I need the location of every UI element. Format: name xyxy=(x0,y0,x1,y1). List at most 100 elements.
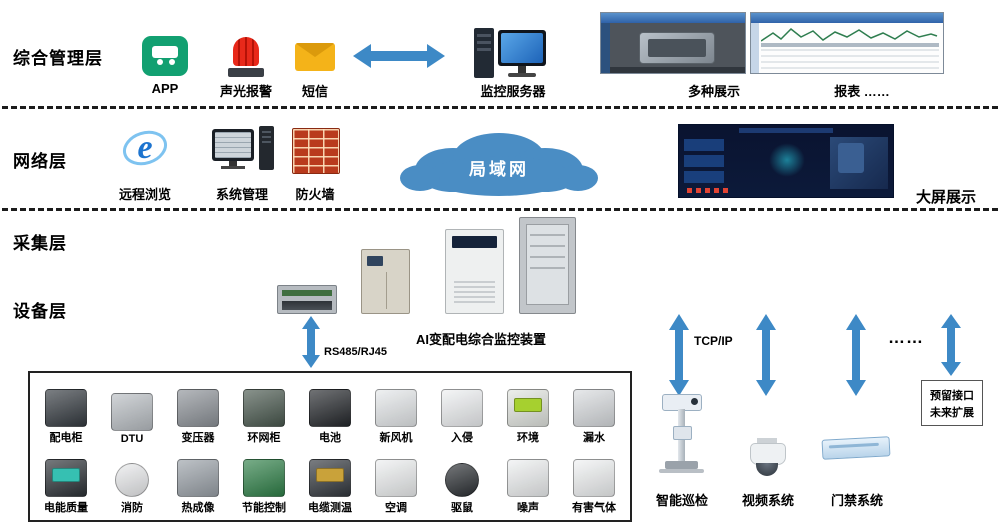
access-control-panel-icon xyxy=(821,436,891,460)
noise-sensor-icon xyxy=(507,459,549,497)
firewall-icon xyxy=(292,128,340,174)
device-item: 热成像 xyxy=(165,447,231,518)
camera-junction-box xyxy=(673,426,692,440)
server-screen xyxy=(501,33,543,63)
remote-browse-label: 远程浏览 xyxy=(118,187,171,202)
power-distribution-cabinet-icon xyxy=(45,388,87,427)
device-item: 驱鼠 xyxy=(429,447,495,518)
device-item: 噪声 xyxy=(495,447,561,518)
water-leak-sensor-icon xyxy=(573,388,615,427)
cloud-icon xyxy=(400,133,598,196)
tall-cabinet-icon xyxy=(519,217,576,314)
server-stand xyxy=(518,66,526,73)
device-photo xyxy=(639,32,715,64)
siren-dome xyxy=(233,37,259,66)
monitor-base xyxy=(221,166,245,169)
camera-base-plate xyxy=(659,469,704,473)
harmful-gas-sensor-icon xyxy=(573,459,615,497)
device-item-label: 环网柜 xyxy=(247,431,281,444)
device-item: 环境 xyxy=(495,376,561,447)
separator-line xyxy=(2,208,998,211)
monitor xyxy=(212,129,254,161)
layer-label-management: 综合管理层 xyxy=(13,49,103,68)
access-label: 门禁系统 xyxy=(830,493,883,508)
reserved-interface-box: 预留接口 未来扩展 xyxy=(921,380,983,426)
device-item: 变压器 xyxy=(165,376,231,447)
pc-tower xyxy=(259,126,274,170)
van-glyph xyxy=(152,46,178,58)
device-item-label: 电池 xyxy=(319,431,341,444)
van-wheel xyxy=(157,59,163,65)
report-screenshot-window xyxy=(750,12,944,74)
window-body xyxy=(601,23,745,73)
device-item: 入侵 xyxy=(429,376,495,447)
device-item-label: 环境 xyxy=(517,431,539,444)
envelope-flap xyxy=(295,43,335,57)
fire-alarm-icon xyxy=(115,463,149,497)
display-screenshot-window xyxy=(600,12,746,74)
device-item: 消防 xyxy=(99,447,165,518)
app-label: APP xyxy=(151,81,179,96)
device-item: 环网柜 xyxy=(231,376,297,447)
server-monitor xyxy=(498,30,546,66)
power-quality-meter-icon xyxy=(45,459,87,497)
separator-line xyxy=(2,106,998,109)
device-item-label: 驱鼠 xyxy=(451,502,473,514)
report-label: 报表 …… xyxy=(834,84,890,99)
device-item-label: 新风机 xyxy=(379,431,413,444)
lan-label: 局域网 xyxy=(469,160,529,179)
device-item-label: 电缆测温 xyxy=(308,502,352,514)
device-item-label: 有害气体 xyxy=(572,502,616,514)
device-item: 有害气体 xyxy=(561,447,627,518)
ring-main-unit-icon xyxy=(243,388,285,427)
double-arrow-horizontal xyxy=(353,44,445,68)
device-item: 电能质量 xyxy=(33,447,99,518)
internet-explorer-icon: e xyxy=(122,129,168,166)
control-cabinet-icon xyxy=(361,249,410,314)
device-item-label: 配电柜 xyxy=(49,431,83,444)
reserved-line2: 未来扩展 xyxy=(930,406,974,419)
lan-cloud: 局域网 xyxy=(393,128,605,200)
report-table-header xyxy=(761,43,939,47)
dashboard-panel xyxy=(684,155,724,167)
fresh-air-fan-icon xyxy=(375,388,417,427)
double-arrow-vertical xyxy=(846,314,866,396)
monitoring-cabinet-icon xyxy=(445,229,504,314)
alarm-label: 声光报警 xyxy=(219,84,272,99)
intrusion-sensor-icon xyxy=(441,388,483,427)
environment-sensor-icon xyxy=(507,388,549,427)
big-screen-dashboard xyxy=(678,124,894,198)
double-arrow-vertical xyxy=(941,314,961,376)
window-statusbar xyxy=(610,67,745,73)
device-screen xyxy=(514,397,542,412)
dashboard-map-glow xyxy=(769,143,805,177)
energy-saving-controller-icon xyxy=(243,459,285,497)
app-icon xyxy=(142,36,188,76)
window-toolbar xyxy=(601,23,610,73)
camera-body xyxy=(750,443,786,465)
dtu-icon xyxy=(111,392,153,431)
reserved-line1: 预留接口 xyxy=(930,390,974,402)
layer-label-device: 设备层 xyxy=(13,302,67,321)
server-label: 监控服务器 xyxy=(480,84,546,99)
ptz-dome-camera-icon xyxy=(745,438,789,478)
server-base xyxy=(508,73,536,77)
rs485-arrow xyxy=(302,316,320,368)
device-item: 电缆测温 xyxy=(297,447,363,518)
display-label: 多种展示 xyxy=(687,84,740,99)
video-label: 视频系统 xyxy=(741,493,794,508)
rtu-rack-icon xyxy=(277,285,337,314)
server-tower xyxy=(474,28,494,78)
patrol-label: 智能巡检 xyxy=(655,493,708,508)
window-toolbar xyxy=(751,23,759,73)
dashboard-photo xyxy=(830,137,888,189)
sms-envelope-icon xyxy=(295,43,335,71)
device-item-label: 电能质量 xyxy=(44,502,88,514)
device-item-label: 入侵 xyxy=(451,431,473,444)
rs485-label: RS485/RJ45 xyxy=(324,346,387,358)
window-titlebar xyxy=(751,13,943,23)
battery-icon xyxy=(309,388,351,427)
sound-light-alarm-icon xyxy=(224,35,268,77)
